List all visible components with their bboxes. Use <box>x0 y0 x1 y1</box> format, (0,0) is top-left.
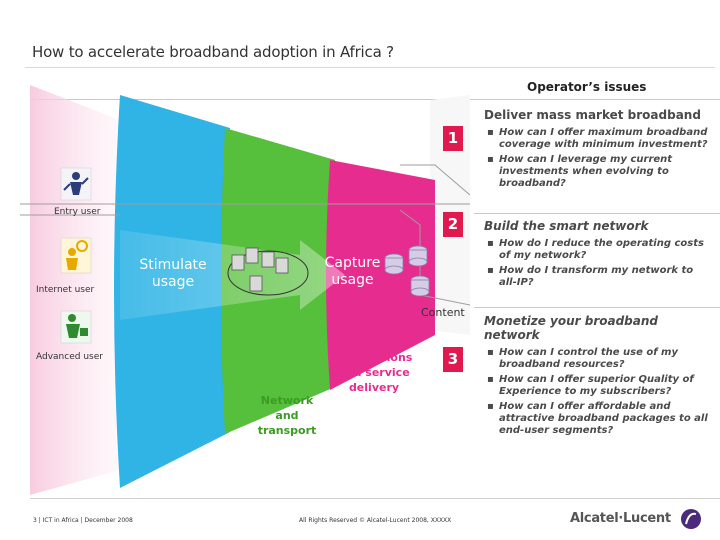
internet-user-label: Internet user <box>36 285 94 295</box>
panel-title: Deliver mass market broadband <box>484 108 714 122</box>
panel-title: Monetize your broadband network <box>484 314 684 342</box>
panel-question-list: ▪How do I reduce the operating costs of … <box>484 238 714 289</box>
bullet-icon: ▪ <box>487 265 494 277</box>
internet-user-icon <box>61 238 91 273</box>
panel-divider <box>474 213 720 214</box>
step-badge-1: 1 <box>443 126 463 151</box>
alcatel-lucent-logo: Alcatel·Lucent <box>570 511 671 526</box>
bullet-icon: ▪ <box>487 401 494 413</box>
title-divider <box>25 67 715 68</box>
list-item: ▪How can I leverage my current investmen… <box>484 154 714 190</box>
list-item: ▪How can I offer superior Quality of Exp… <box>484 374 714 398</box>
operator-issues-heading: Operator’s issues <box>527 80 646 94</box>
panel-monetize: Monetize your broadband network ▪How can… <box>484 314 714 440</box>
bullet-icon: ▪ <box>487 154 494 166</box>
panel-mass-market: Deliver mass market broadband ▪How can I… <box>484 108 714 193</box>
capture-usage-label: Capture usage <box>310 255 395 289</box>
page-title: How to accelerate broadband adoption in … <box>32 43 394 61</box>
footer-divider <box>30 498 720 499</box>
bullet-icon: ▪ <box>487 347 494 359</box>
advanced-user-label: Advanced user <box>36 352 103 362</box>
list-item: ▪How can I offer affordable and attracti… <box>484 401 714 437</box>
panel-smart-network: Build the smart network ▪How do I reduce… <box>484 219 714 292</box>
broadband-funnel-diagram: (function(){ const d = JSON.parse(docume… <box>0 80 480 520</box>
footer-copyright: All Rights Reserved © Alcatel-Lucent 200… <box>299 517 451 524</box>
content-label: Content <box>421 306 465 319</box>
panel-question-list: ▪How can I control the use of my broadba… <box>484 347 714 437</box>
bullet-icon: ▪ <box>487 238 494 250</box>
list-item: ▪How can I control the use of my broadba… <box>484 347 714 371</box>
applications-layer-label: Applications and service delivery <box>330 350 418 395</box>
alcatel-lucent-logo-icon <box>680 508 702 530</box>
bullet-icon: ▪ <box>487 127 494 139</box>
list-item: ▪How can I offer maximum broadband cover… <box>484 127 714 151</box>
entry-user-icon <box>61 168 91 200</box>
list-item: ▪How do I reduce the operating costs of … <box>484 238 714 262</box>
panel-question-list: ▪How can I offer maximum broadband cover… <box>484 127 714 190</box>
step-badge-2: 2 <box>443 212 463 237</box>
bullet-icon: ▪ <box>487 374 494 386</box>
list-item: ▪How do I transform my network to all-IP… <box>484 265 714 289</box>
access-layer-label: Access <box>167 423 223 438</box>
panel-divider <box>474 307 720 308</box>
footer-page-info: 3 | ICT in Africa | December 2008 <box>33 517 133 524</box>
panel-title: Build the smart network <box>484 219 714 233</box>
network-layer-label: Network and transport <box>253 393 321 438</box>
entry-user-label: Entry user <box>54 207 100 217</box>
step-badge-3: 3 <box>443 347 463 372</box>
stimulate-usage-label: Stimulate usage <box>118 257 228 291</box>
advanced-user-icon <box>61 311 91 343</box>
